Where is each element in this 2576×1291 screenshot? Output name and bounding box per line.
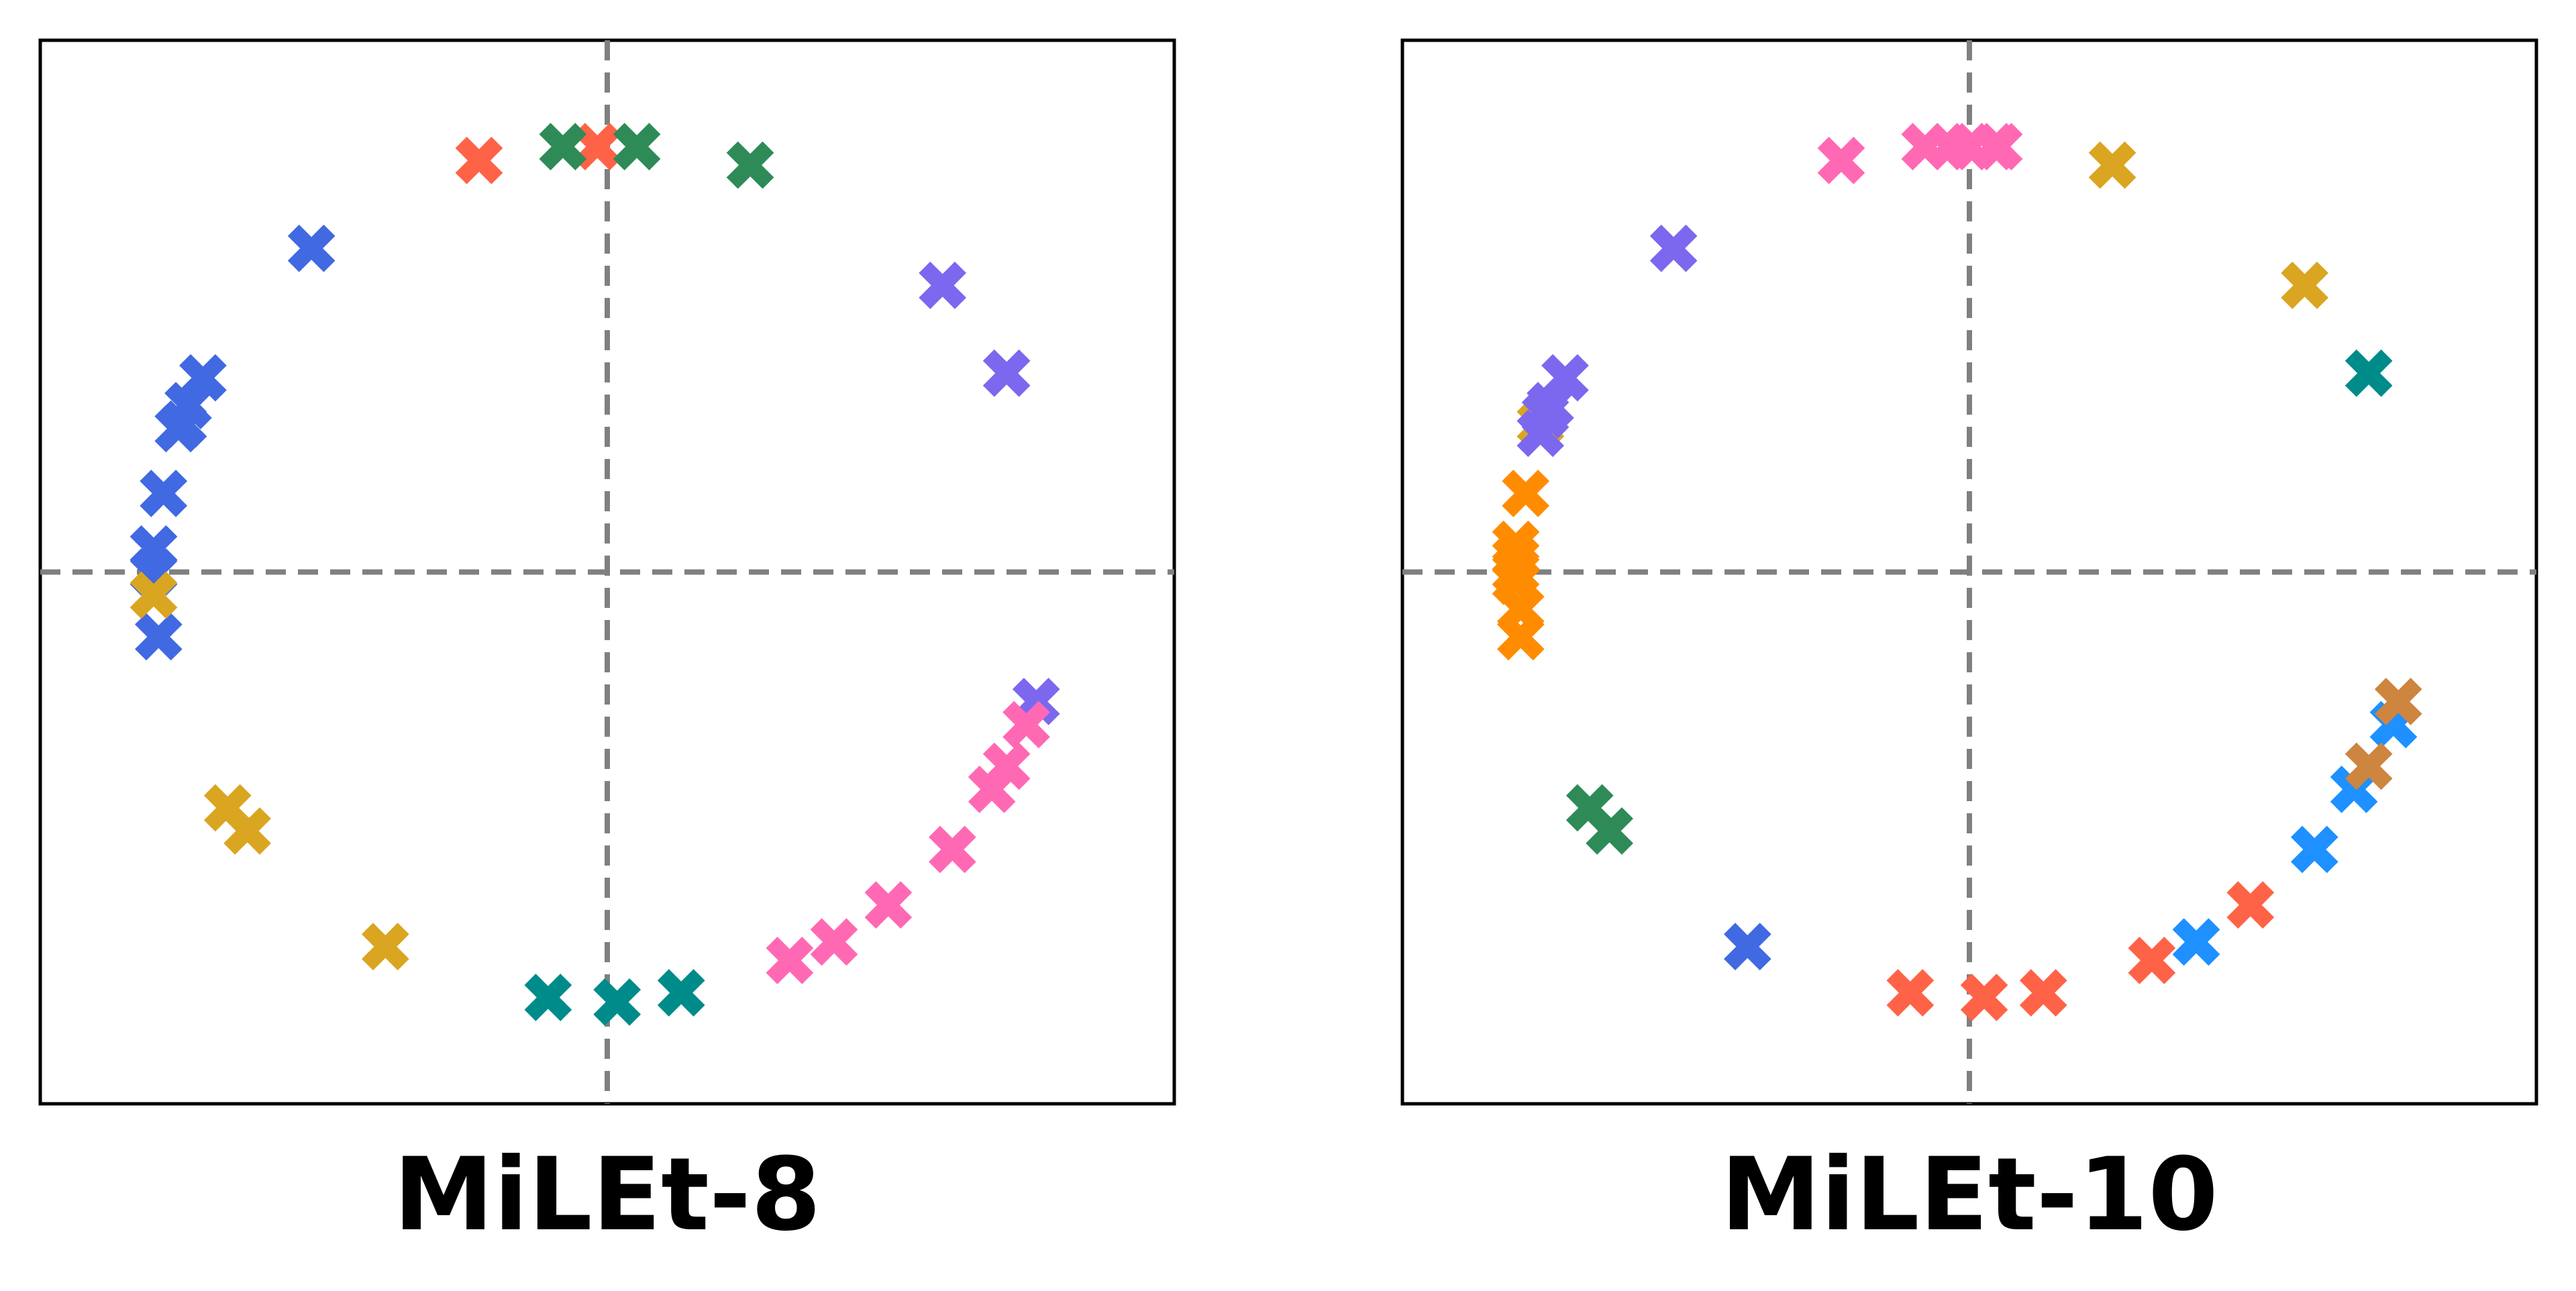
scatter-point (2019, 969, 2067, 1017)
scatter-point (1886, 969, 1935, 1017)
scatter-point (1817, 136, 1865, 185)
scatter-point (1960, 974, 2008, 1021)
scatter-point (929, 825, 976, 874)
scatter-point (2345, 742, 2393, 790)
scatter-point (2291, 825, 2338, 874)
scatter-point (455, 136, 503, 185)
scatter-point (1724, 923, 1771, 971)
scatter-point (1975, 123, 2023, 170)
scatter-point (154, 405, 203, 453)
scatter-point (179, 354, 227, 402)
scatter-point (140, 470, 188, 517)
scatter-point (362, 923, 409, 971)
scatter-point (657, 969, 705, 1017)
panel-title: MiLEt-8 (393, 1137, 821, 1253)
scatter-point (982, 349, 1031, 397)
scatter-panel-milet-8: MiLEt-8 (38, 38, 1176, 1253)
scatter-point (130, 571, 178, 619)
scatter-point (2128, 937, 2176, 984)
scatter-point (766, 937, 814, 984)
scatter-point (2088, 141, 2136, 189)
scatter-point (1586, 807, 1633, 855)
scatter-point (1649, 224, 1698, 272)
scatter-point (2345, 349, 2393, 397)
scatter-point (919, 261, 966, 309)
scatter-point (1502, 470, 1550, 517)
scatter-point (1497, 613, 1545, 661)
scatter-point (2374, 678, 2422, 725)
scatter-point (2281, 261, 2328, 309)
scatter-point (287, 224, 336, 272)
panel-title: MiLEt-10 (1720, 1137, 2218, 1253)
scatter-point (539, 123, 587, 170)
scatter-point (1516, 409, 1565, 458)
marker-layer (130, 123, 1060, 1026)
scatter-point (864, 881, 913, 929)
scatter-point (593, 978, 641, 1026)
scatter-panel-milet-10: MiLEt-10 (1400, 38, 2538, 1253)
scatter-point (524, 974, 572, 1021)
scatter-point (2172, 918, 2220, 966)
scatter-point (982, 742, 1031, 790)
scatter-point (810, 918, 858, 966)
scatter-point (613, 123, 661, 170)
scatter-point (223, 807, 271, 855)
scatter-point (1002, 701, 1050, 749)
scatter-point (2226, 881, 2275, 929)
marker-layer (1492, 123, 2422, 1021)
scatter-point (726, 141, 774, 189)
scatter-point (1541, 354, 1589, 402)
scatter-point (135, 613, 183, 661)
